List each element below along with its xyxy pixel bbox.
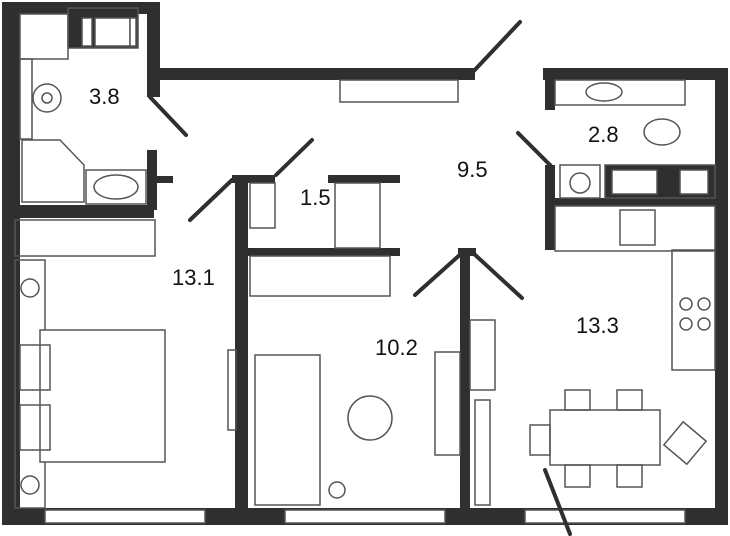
area-labels: 3.8 2.8 9.5 1.5 13.1 10.2 13.3 — [89, 84, 619, 360]
area-label-closet: 1.5 — [300, 185, 331, 210]
area-label-bathroom: 3.8 — [89, 84, 120, 109]
area-label-hallway: 9.5 — [457, 157, 488, 182]
area-label-bedroom: 13.1 — [172, 265, 215, 290]
doors — [148, 20, 572, 536]
area-label-room: 10.2 — [375, 335, 418, 360]
fixtures — [14, 13, 716, 509]
windows — [44, 7, 716, 524]
area-label-toilet: 2.8 — [588, 122, 619, 147]
area-label-kitchen: 13.3 — [576, 313, 619, 338]
